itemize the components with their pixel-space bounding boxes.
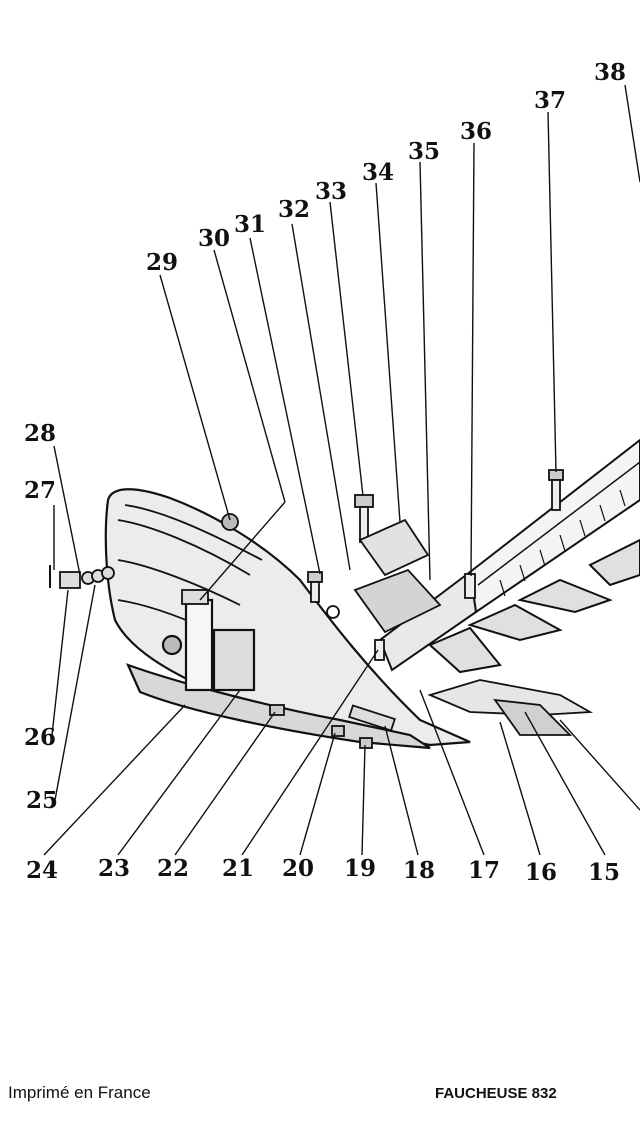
part-label: 15 — [588, 859, 620, 886]
part-label: 32 — [278, 196, 310, 223]
part-label: 22 — [157, 855, 189, 882]
printed-in-text: Imprimé en France — [8, 1083, 151, 1102]
cutter-bar — [378, 438, 640, 674]
leader-lines — [43, 84, 640, 856]
inner-shoe — [104, 488, 471, 750]
part-label: 30 — [198, 225, 230, 252]
part-label: 27 — [24, 477, 56, 504]
part-label: 36 — [460, 118, 492, 145]
part-label: 34 — [362, 159, 394, 186]
bolts-and-fittings — [49, 469, 594, 749]
part-label: 19 — [344, 855, 376, 882]
part-label: 23 — [98, 855, 130, 882]
part-label: 21 — [222, 855, 254, 882]
part-label: 18 — [403, 857, 435, 884]
model-title: FAUCHEUSE 832 — [435, 1085, 557, 1102]
part-label: 17 — [468, 857, 500, 884]
part-label: 25 — [26, 787, 58, 814]
part-label: 37 — [534, 87, 566, 114]
part-label: 31 — [234, 211, 266, 238]
part-label: 26 — [24, 724, 56, 751]
part-label: 35 — [408, 138, 440, 165]
part-label: 38 — [594, 59, 626, 86]
part-label: 33 — [315, 178, 347, 205]
part-label: 24 — [26, 857, 58, 884]
part-label: 16 — [525, 859, 557, 886]
part-label: 29 — [146, 249, 178, 276]
part-labels: 15 16 17 18 19 20 21 22 23 24 25 26 27 2… — [24, 59, 626, 886]
part-label: 20 — [282, 855, 314, 882]
part-label: 28 — [24, 420, 56, 447]
